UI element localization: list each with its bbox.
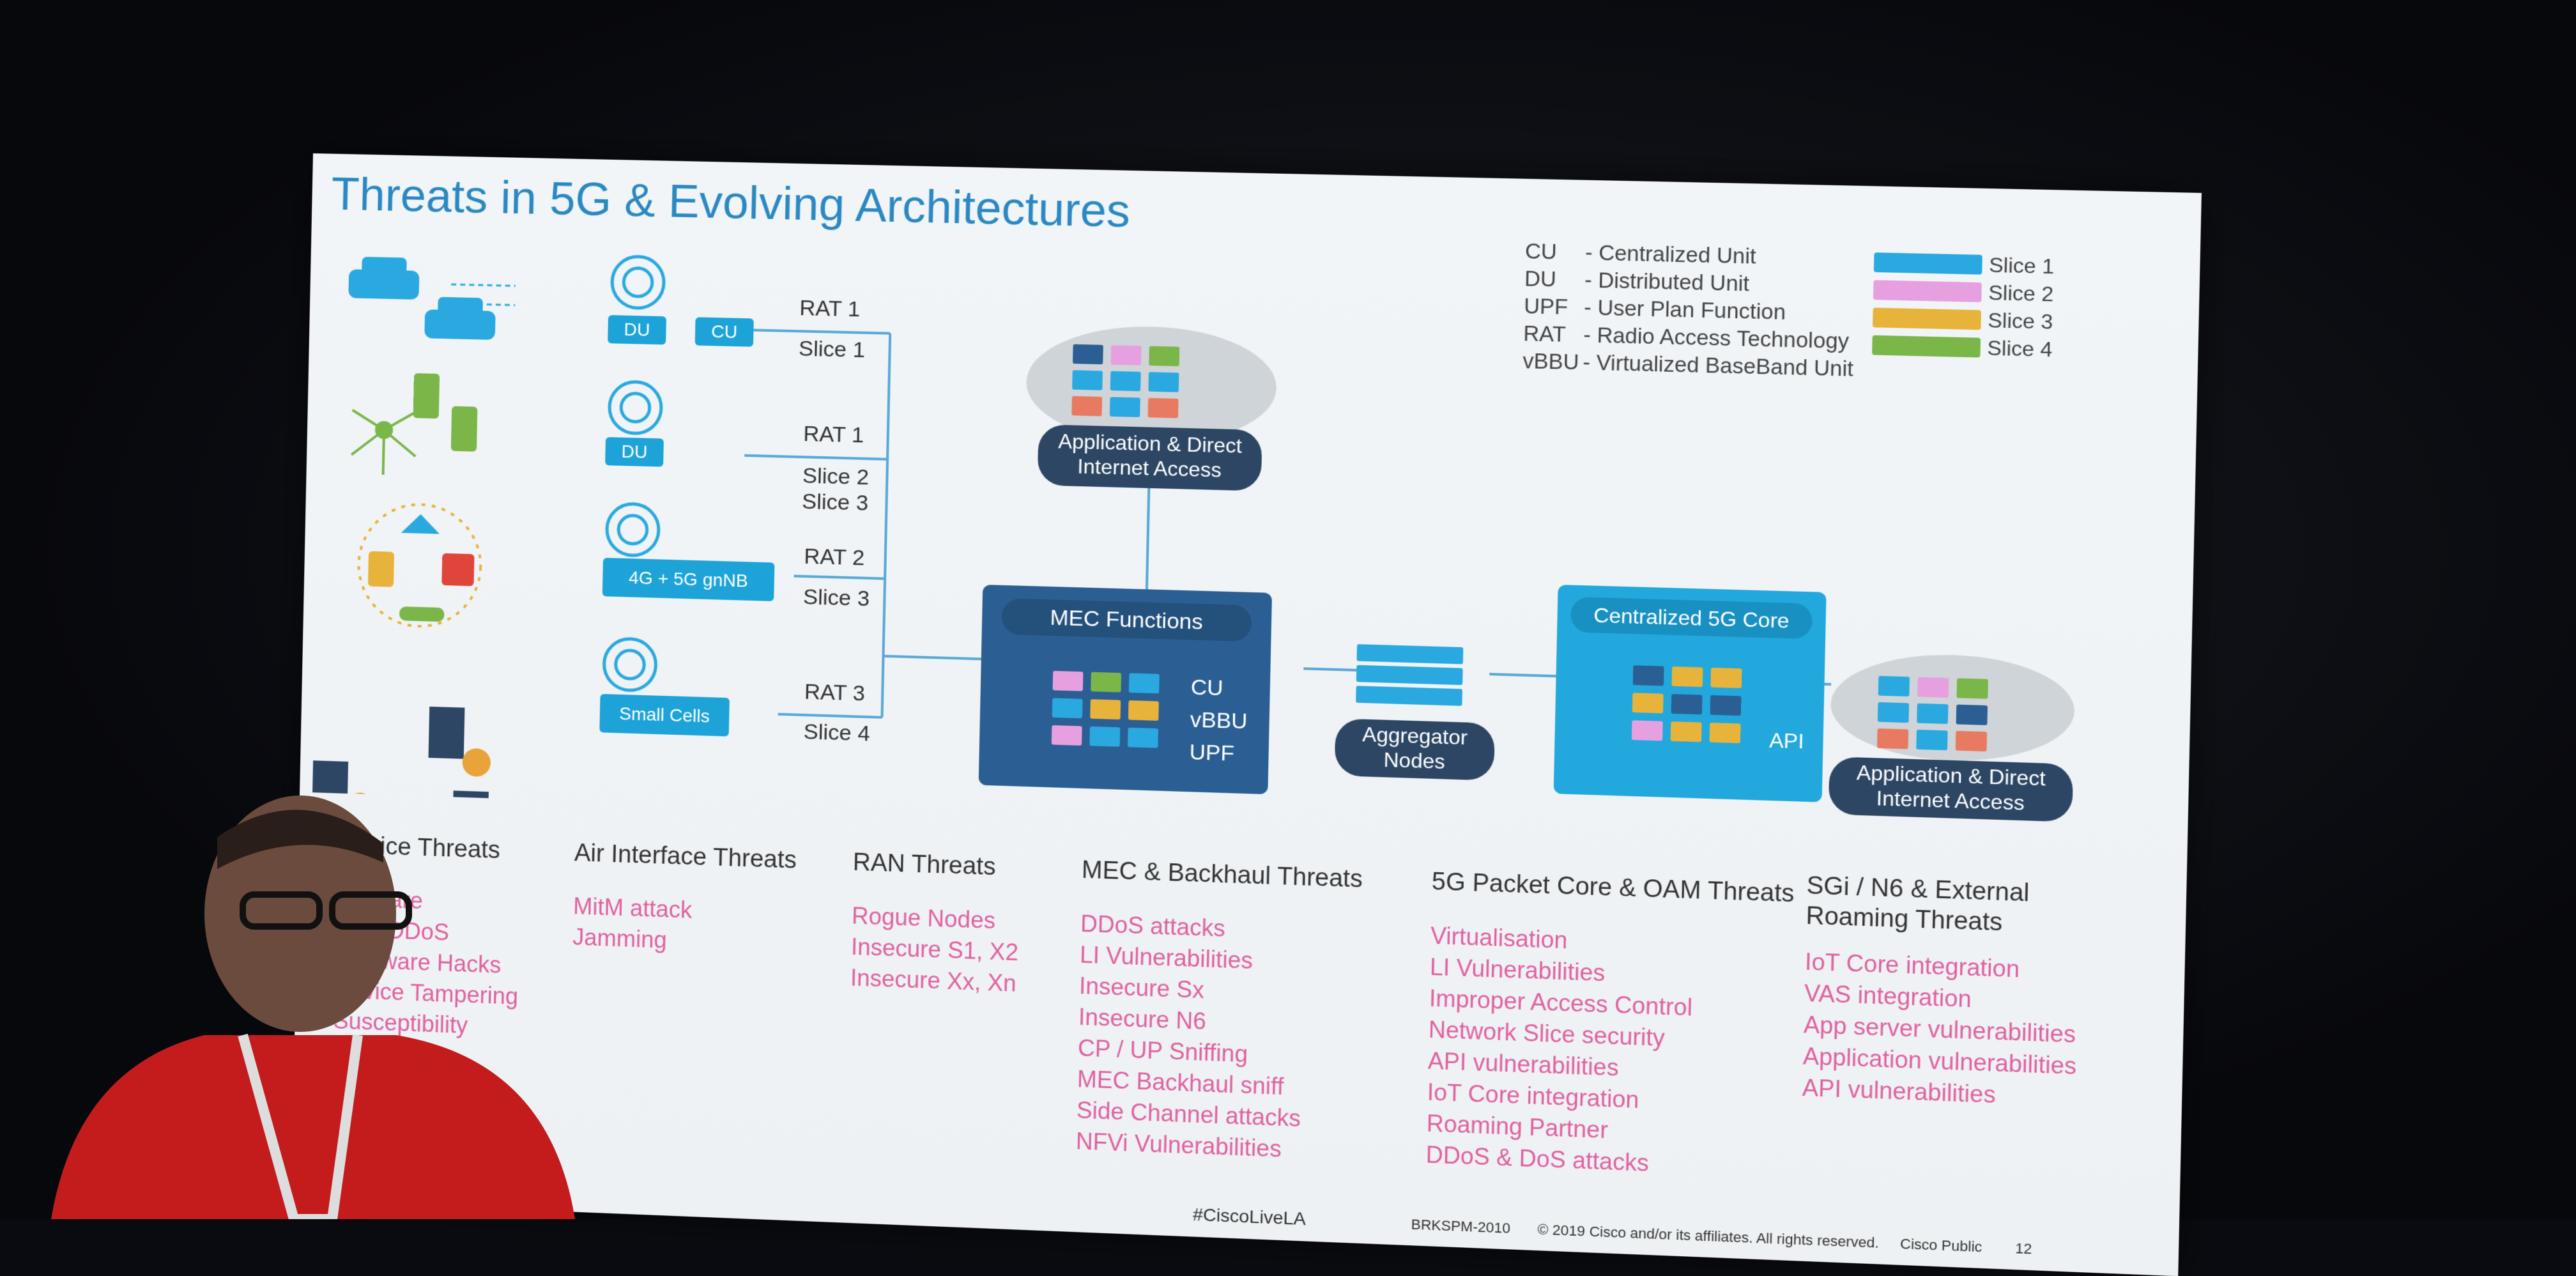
slice-label: Slice 3 [801,489,869,516]
mec-title: MEC Functions [1001,598,1252,642]
mec-item-vbbu: vBBU [1190,707,1248,734]
rat-label: RAT 1 [802,421,864,448]
slice-label: Slice 1 [798,336,866,363]
projector-screen: Threats in 5G & Evolving Architectures C… [291,153,2202,1276]
footer-page-number: 12 [2015,1240,2032,1257]
mec-item-upf: UPF [1189,739,1235,766]
slice-label: Slice 3 [802,585,870,611]
footer-copyright: © 2019 Cisco and/or its affiliates. All … [1537,1221,1880,1251]
aggregator-label: Aggregator Nodes [1334,718,1496,781]
cu-node: CU [694,317,754,347]
phone-icon [413,373,478,452]
small-cells-node: Small Cells [599,693,730,737]
transport-icon [358,503,482,628]
cloud-top-label: Application & Direct Internet Access [1037,424,1262,491]
presenter-silhouette [51,796,575,1219]
rat-label: RAT 2 [804,544,865,571]
slice-label: Slice 4 [803,719,871,746]
core-title: Centralized 5G Core [1570,597,1813,640]
mec-item-cu: CU [1190,675,1223,701]
gnb-node: 4G + 5G gnNB [602,557,775,601]
column-head-mec: MEC & Backhaul Threats [1081,856,1363,893]
column-head-sgi: SGi / N6 & External Roaming Threats [1805,872,2030,937]
column-head-ran: RAN Threats [852,849,996,881]
du-node: DU [608,315,667,345]
du-node: DU [605,436,664,467]
footer-classification: Cisco Public [1899,1235,1982,1256]
centralized-core-box: Centralized 5G Core API [1553,585,1827,803]
aggregator-icon [1356,644,1464,706]
column-head-core: 5G Packet Core & OAM Threats [1431,868,1795,908]
rat-label: RAT 3 [804,679,866,706]
iot-hub-icon [350,410,417,475]
car-icon [348,256,496,340]
footer-hashtag: #CiscoLiveLA [1192,1204,1307,1229]
cloud-right-label: Application & Direct Internet Access [1828,756,2074,822]
core-api-label: API [1768,728,1805,753]
column-head-air: Air Interface Threats [574,839,797,874]
footer-session: BRKSPM-2010 [1411,1216,1511,1236]
rat-label: RAT 1 [799,295,861,322]
mec-functions-box: MEC Functions CU vBBU UPF [978,584,1273,795]
slice-label: Slice 2 [802,463,870,490]
